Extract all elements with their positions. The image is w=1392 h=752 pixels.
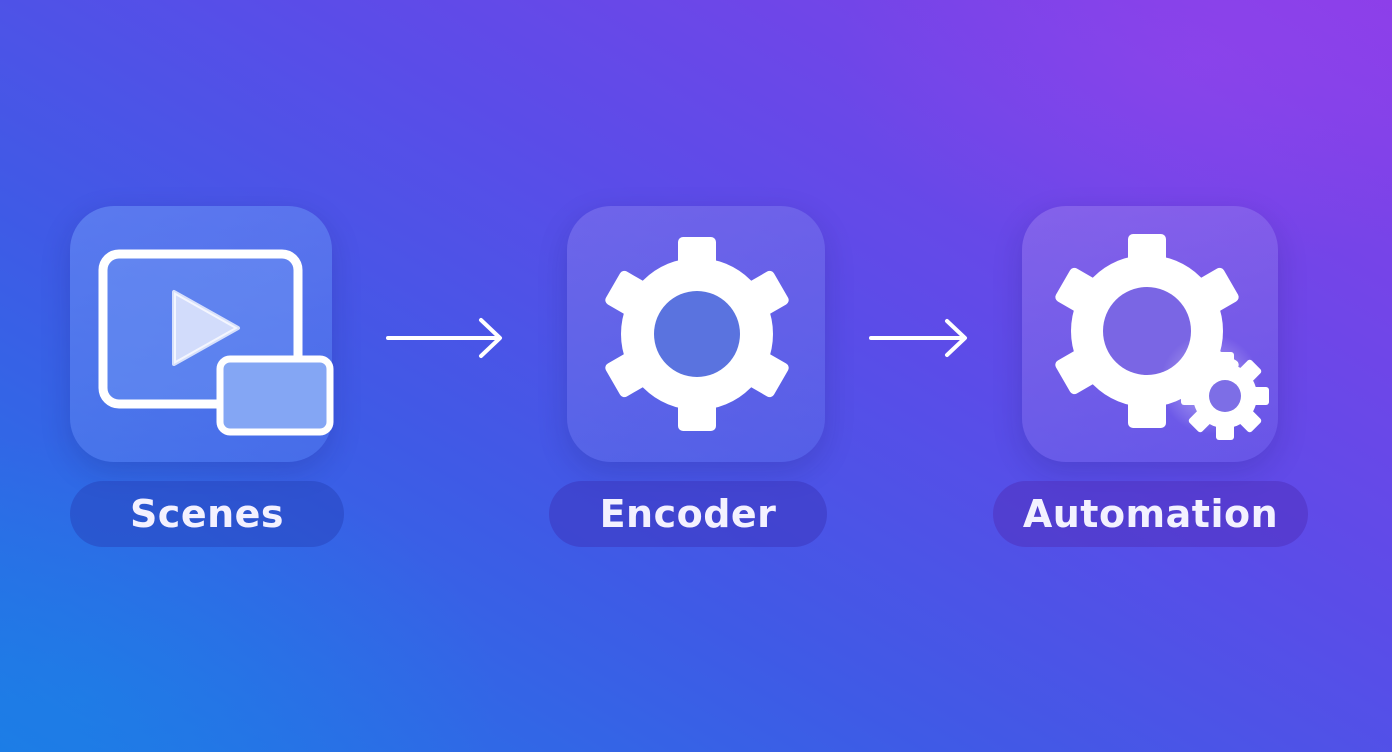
arrow-right-icon — [386, 318, 502, 358]
gear-icon — [605, 237, 789, 431]
small-gear-icon — [1181, 352, 1269, 440]
automation-tile — [1022, 206, 1278, 462]
step-label-encoder: Encoder — [549, 481, 827, 547]
step-label-automation: Automation — [993, 481, 1308, 547]
monitor-play-icon — [98, 249, 334, 436]
encoder-tile — [567, 206, 825, 462]
arrow-right-icon — [869, 319, 967, 357]
scenes-tile — [70, 206, 334, 462]
step-label-scenes: Scenes — [70, 481, 344, 547]
gears-icon — [1055, 234, 1269, 440]
